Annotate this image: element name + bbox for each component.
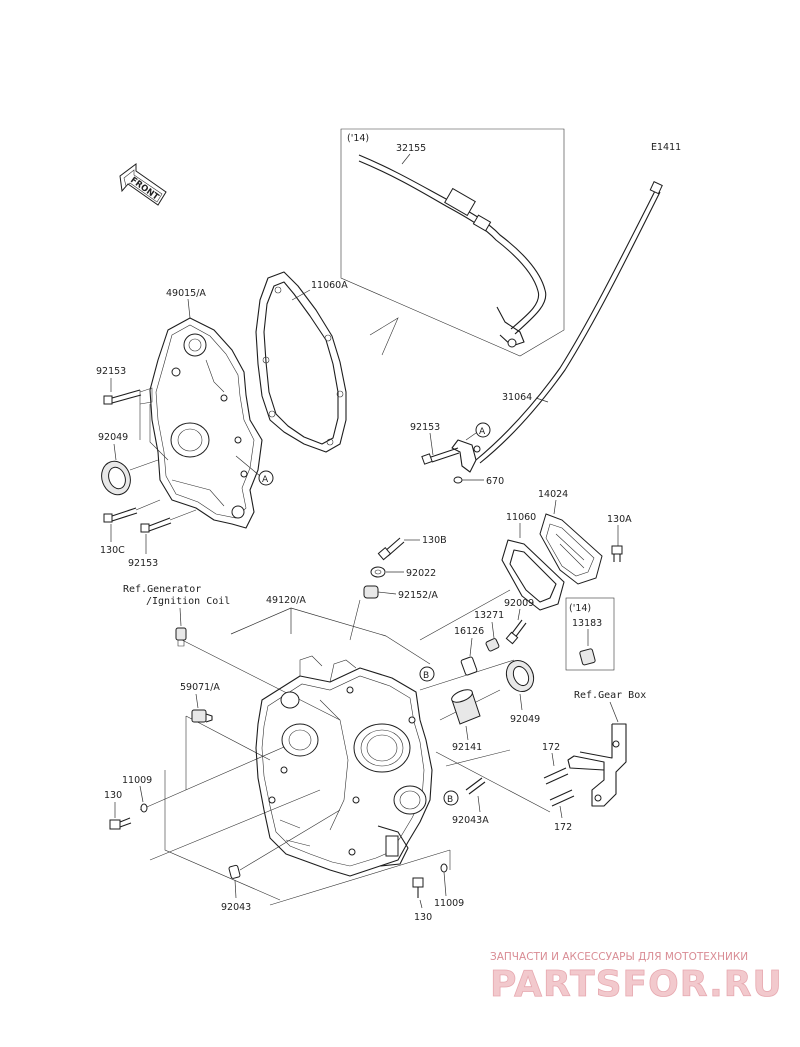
- ref-generator: Ref.Generator /Ignition Coil: [123, 584, 230, 647]
- watermark-brand: PARTSFOR.RU: [490, 964, 783, 1005]
- crankcase-49120a: [255, 655, 433, 877]
- seal-92049-a: 92049: [98, 432, 159, 496]
- marker-a-left-label: A: [262, 475, 269, 485]
- part-11009-b: 11009: [434, 898, 464, 909]
- part-92153-b: 92153: [128, 558, 158, 569]
- part-59071a: 59071/A: [180, 682, 220, 693]
- reference-lines: [139, 589, 551, 906]
- part-130-a: 130: [104, 790, 122, 801]
- part-49120a: 49120/A: [266, 595, 306, 606]
- bolt-92153-c: 92153: [410, 422, 460, 465]
- part-92049-a: 92049: [98, 432, 128, 443]
- grommet-92152a: 92152/A: [363, 585, 438, 601]
- marker-b-lower: B: [443, 790, 459, 806]
- part-172-a: 172: [542, 742, 560, 753]
- marker-b-lower-label: B: [447, 795, 453, 805]
- cover-14024: 14024: [538, 489, 603, 585]
- part-92153-a: 92153: [96, 366, 126, 377]
- sensor-59071a: 59071/A: [180, 682, 220, 723]
- year-tag-1: ('14): [347, 133, 369, 144]
- cover-49015a: 49015/A: [149, 288, 263, 529]
- washer-11009-a: 11009: [122, 775, 152, 813]
- part-92153-c: 92153: [410, 422, 440, 433]
- part-92043: 92043: [221, 902, 251, 913]
- stud-172-b: 172: [549, 789, 575, 833]
- washer-11009-b: 11009: [434, 863, 464, 909]
- dipstick-31064: 31064: [451, 181, 663, 473]
- part-11009-a: 11009: [122, 775, 152, 786]
- bolt-130b: 130B: [377, 535, 447, 561]
- part-130b: 130B: [422, 535, 447, 546]
- dowel-92043: 92043: [221, 864, 251, 913]
- part-130c: 130C: [100, 545, 125, 556]
- part-92009: 92009: [504, 598, 534, 609]
- year-tag-2: ('14): [569, 603, 591, 614]
- oring-670: 670: [453, 476, 504, 487]
- part-13271: 13271: [474, 610, 504, 621]
- part-32155: 32155: [396, 143, 426, 154]
- marker-a-right-label: A: [479, 427, 486, 437]
- seal-92049-b: 92049: [505, 659, 540, 725]
- part-92141: 92141: [452, 742, 482, 753]
- part-31064: 31064: [502, 392, 532, 403]
- part-11060: 11060: [506, 512, 536, 523]
- part-11060a: 11060A: [311, 280, 348, 291]
- sleeve-16126: 16126: [454, 626, 484, 676]
- bolt-130c: 130C: [100, 507, 138, 556]
- part-14024: 14024: [538, 489, 568, 500]
- marker-a-right: A: [465, 422, 491, 441]
- marker-a-left: A: [235, 455, 274, 486]
- plug-13271: 13271: [474, 610, 504, 652]
- ref-gearbox: Ref.Gear Box: [567, 690, 646, 807]
- washer-92022: 92022: [370, 566, 436, 579]
- front-arrow-icon: FRONT: [119, 163, 167, 206]
- bolt-92153-b: 92153: [128, 517, 172, 569]
- stud-172-a: 172: [542, 742, 569, 785]
- diagram-code: E1411: [651, 142, 681, 153]
- bolt-130-b: 130: [412, 877, 432, 923]
- callout-box-2014-13183: ('14) 13183: [565, 597, 615, 671]
- ref-gearbox-label: Ref.Gear Box: [574, 690, 646, 701]
- pin-92043a: 92043A: [452, 777, 489, 826]
- ref-generator-line1: Ref.Generator: [123, 584, 201, 595]
- part-670: 670: [486, 476, 504, 487]
- part-130-b: 130: [414, 912, 432, 923]
- watermark: ЗАПЧАСТИ И АКСЕССУАРЫ ДЛЯ МОТОТЕХНИКИ PA…: [490, 951, 783, 1005]
- part-92049-b: 92049: [510, 714, 540, 725]
- watermark-caption: ЗАПЧАСТИ И АКСЕССУАРЫ ДЛЯ МОТОТЕХНИКИ: [490, 951, 748, 963]
- part-92152a: 92152/A: [398, 590, 438, 601]
- callout-box-2014-hose: ('14) 32155: [340, 128, 565, 357]
- part-92043a: 92043A: [452, 815, 489, 826]
- gasket-11060: 11060: [501, 512, 565, 611]
- bolt-92153-a: 92153: [96, 366, 153, 405]
- part-49015a: 49015/A: [166, 288, 206, 299]
- ref-generator-line2: /Ignition Coil: [146, 596, 230, 607]
- bolt-130a: 130A: [607, 514, 632, 562]
- part-172-b: 172: [554, 822, 572, 833]
- part-13183: 13183: [572, 618, 602, 629]
- marker-b-upper-label: B: [423, 671, 429, 681]
- part-92022: 92022: [406, 568, 436, 579]
- bushing-92141: 92141: [451, 689, 482, 753]
- bolt-92009: 92009: [504, 598, 534, 645]
- part-16126: 16126: [454, 626, 484, 637]
- marker-b-upper: B: [419, 666, 435, 682]
- bolt-130-a: 130: [104, 790, 132, 830]
- gasket-11060a: 11060A: [255, 271, 399, 453]
- part-130a: 130A: [607, 514, 632, 525]
